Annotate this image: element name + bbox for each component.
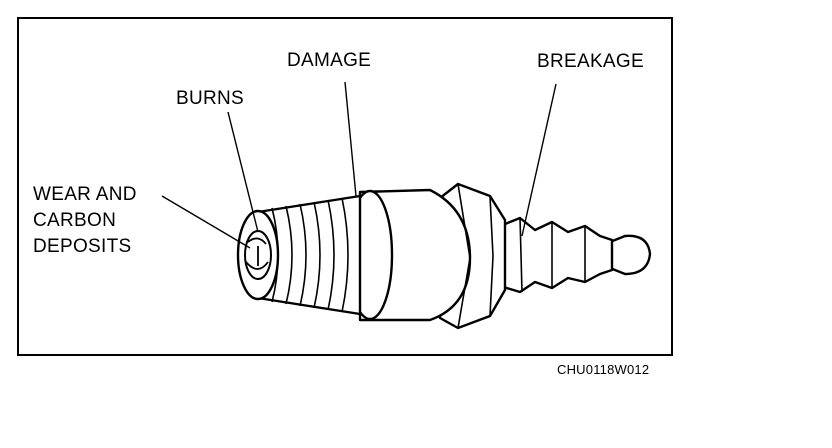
label-wear-line2: CARBON — [33, 210, 117, 231]
leader-lines — [161, 81, 557, 249]
label-breakage: BREAKAGE — [537, 51, 644, 72]
breakage-leader — [521, 83, 557, 237]
label-damage: DAMAGE — [287, 50, 372, 71]
label-burns: BURNS — [176, 88, 245, 109]
wear-leader — [161, 195, 251, 249]
center-electrode — [245, 237, 269, 270]
hex-edges — [457, 183, 586, 329]
insulator-ribs — [498, 216, 614, 294]
terminal-tip — [608, 234, 652, 276]
figure-code: CHU0118W012 — [557, 362, 650, 377]
damage-leader — [344, 81, 357, 197]
label-wear-line1: WEAR AND — [33, 184, 137, 205]
burns-leader — [227, 111, 259, 233]
thread-lines — [271, 197, 349, 313]
label-wear-line3: DEPOSITS — [33, 236, 132, 257]
